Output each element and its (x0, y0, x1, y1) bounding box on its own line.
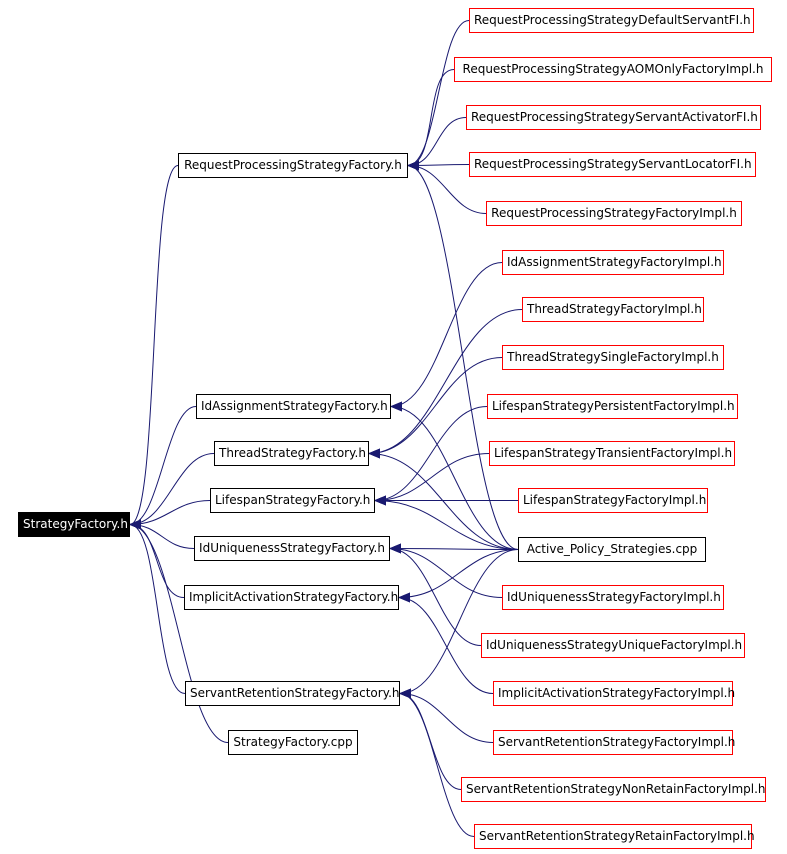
edge-active-policy-strategies-cpp-to-id-assignment-strategy-factory-h (390, 401, 519, 550)
edge-active-policy-strategies-cpp-to-lifespan-strategy-factory-h (374, 495, 519, 550)
node-lifespan-transient-factory-impl-h[interactable]: LifespanStrategyTransientFactoryImpl.h (489, 441, 735, 466)
edge-thread-factory-impl-h-to-thread-strategy-factory-h (368, 309, 523, 459)
node-lifespan-factory-impl-h[interactable]: LifespanStrategyFactoryImpl.h (518, 488, 708, 513)
node-servant-retention-factory-impl-h[interactable]: ServantRetentionStrategyFactoryImpl.h (493, 730, 735, 755)
node-rps-aom-only-factory-impl-h[interactable]: RequestProcessingStrategyAOMOnlyFactoryI… (454, 57, 772, 82)
edge-rps-servant-activator-fi-h-to-request-processing-strategy-factory-h (407, 117, 467, 171)
node-id-assignment-factory-impl-h[interactable]: IdAssignmentStrategyFactoryImpl.h (502, 250, 724, 275)
edge-thread-single-factory-impl-h-to-thread-strategy-factory-h (368, 357, 503, 459)
edge-implicit-activation-factory-impl-h-to-implicit-activation-strategy-factory-h (398, 592, 494, 694)
edge-active-policy-strategies-cpp-to-thread-strategy-factory-h (368, 448, 519, 550)
edge-rps-default-servant-fi-h-to-request-processing-strategy-factory-h (407, 20, 470, 171)
node-servant-retention-retain-factory-impl-h[interactable]: ServantRetentionStrategyRetainFactoryImp… (474, 824, 755, 849)
node-strategy-factory-h[interactable]: StrategyFactory.h (18, 512, 130, 537)
edge-active-policy-strategies-cpp-to-request-processing-strategy-factory-h (407, 160, 519, 550)
node-implicit-activation-strategy-factory-h[interactable]: ImplicitActivationStrategyFactory.h (184, 585, 399, 610)
node-thread-single-factory-impl-h[interactable]: ThreadStrategySingleFactoryImpl.h (502, 345, 724, 370)
node-thread-strategy-factory-h[interactable]: ThreadStrategyFactory.h (214, 441, 369, 466)
edge-active-policy-strategies-cpp-to-id-uniqueness-strategy-factory-h (389, 543, 519, 554)
edge-servant-retention-retain-factory-impl-h-to-servant-retention-strategy-factory-h (399, 688, 475, 837)
edge-servant-retention-factory-impl-h-to-servant-retention-strategy-factory-h (399, 688, 494, 743)
node-id-uniqueness-factory-impl-h[interactable]: IdUniquenessStrategyFactoryImpl.h (502, 585, 724, 610)
node-servant-retention-non-retain-factory-impl-h[interactable]: ServantRetentionStrategyNonRetainFactory… (461, 777, 766, 802)
node-rps-servant-activator-fi-h[interactable]: RequestProcessingStrategyServantActivato… (466, 105, 761, 130)
edge-id-assignment-factory-impl-h-to-id-assignment-strategy-factory-h (390, 262, 503, 412)
node-lifespan-strategy-factory-h[interactable]: LifespanStrategyFactory.h (210, 488, 375, 513)
node-rps-default-servant-fi-h[interactable]: RequestProcessingStrategyDefaultServantF… (469, 8, 754, 33)
edge-id-uniqueness-factory-impl-h-to-id-uniqueness-strategy-factory-h (389, 543, 503, 598)
edge-request-processing-strategy-factory-h-to-strategy-factory-h (129, 165, 179, 530)
edge-implicit-activation-strategy-factory-h-to-strategy-factory-h (129, 519, 185, 598)
node-strategy-factory-cpp[interactable]: StrategyFactory.cpp (228, 730, 358, 755)
node-implicit-activation-factory-impl-h[interactable]: ImplicitActivationStrategyFactoryImpl.h (493, 681, 735, 706)
edge-active-policy-strategies-cpp-to-servant-retention-strategy-factory-h (399, 549, 519, 699)
node-lifespan-persistent-factory-impl-h[interactable]: LifespanStrategyPersistentFactoryImpl.h (487, 394, 738, 419)
node-request-processing-strategy-factory-h[interactable]: RequestProcessingStrategyFactory.h (178, 153, 408, 178)
node-rps-factory-impl-h[interactable]: RequestProcessingStrategyFactoryImpl.h (486, 201, 742, 226)
edge-lifespan-transient-factory-impl-h-to-lifespan-strategy-factory-h (374, 453, 490, 506)
edge-rps-servant-locator-fi-h-to-request-processing-strategy-factory-h (407, 160, 470, 171)
edge-thread-strategy-factory-h-to-strategy-factory-h (129, 453, 215, 530)
node-id-uniqueness-strategy-factory-h[interactable]: IdUniquenessStrategyFactory.h (194, 536, 390, 561)
edge-active-policy-strategies-cpp-to-implicit-activation-strategy-factory-h (398, 549, 519, 603)
edge-servant-retention-strategy-factory-h-to-strategy-factory-h (129, 519, 186, 694)
edge-id-uniqueness-unique-factory-impl-h-to-id-uniqueness-strategy-factory-h (389, 543, 482, 646)
node-id-uniqueness-unique-factory-impl-h[interactable]: IdUniquenessStrategyUniqueFactoryImpl.h (481, 633, 745, 658)
node-active-policy-strategies-cpp[interactable]: Active_Policy_Strategies.cpp (518, 537, 706, 562)
node-id-assignment-strategy-factory-h[interactable]: IdAssignmentStrategyFactory.h (196, 394, 391, 419)
edge-lifespan-persistent-factory-impl-h-to-lifespan-strategy-factory-h (374, 406, 488, 506)
node-rps-servant-locator-fi-h[interactable]: RequestProcessingStrategyServantLocatorF… (469, 152, 756, 177)
node-thread-factory-impl-h[interactable]: ThreadStrategyFactoryImpl.h (522, 297, 704, 322)
node-servant-retention-strategy-factory-h[interactable]: ServantRetentionStrategyFactory.h (185, 681, 400, 706)
edge-strategy-factory-cpp-to-strategy-factory-h (129, 519, 229, 743)
edge-lifespan-strategy-factory-h-to-strategy-factory-h (129, 500, 211, 530)
